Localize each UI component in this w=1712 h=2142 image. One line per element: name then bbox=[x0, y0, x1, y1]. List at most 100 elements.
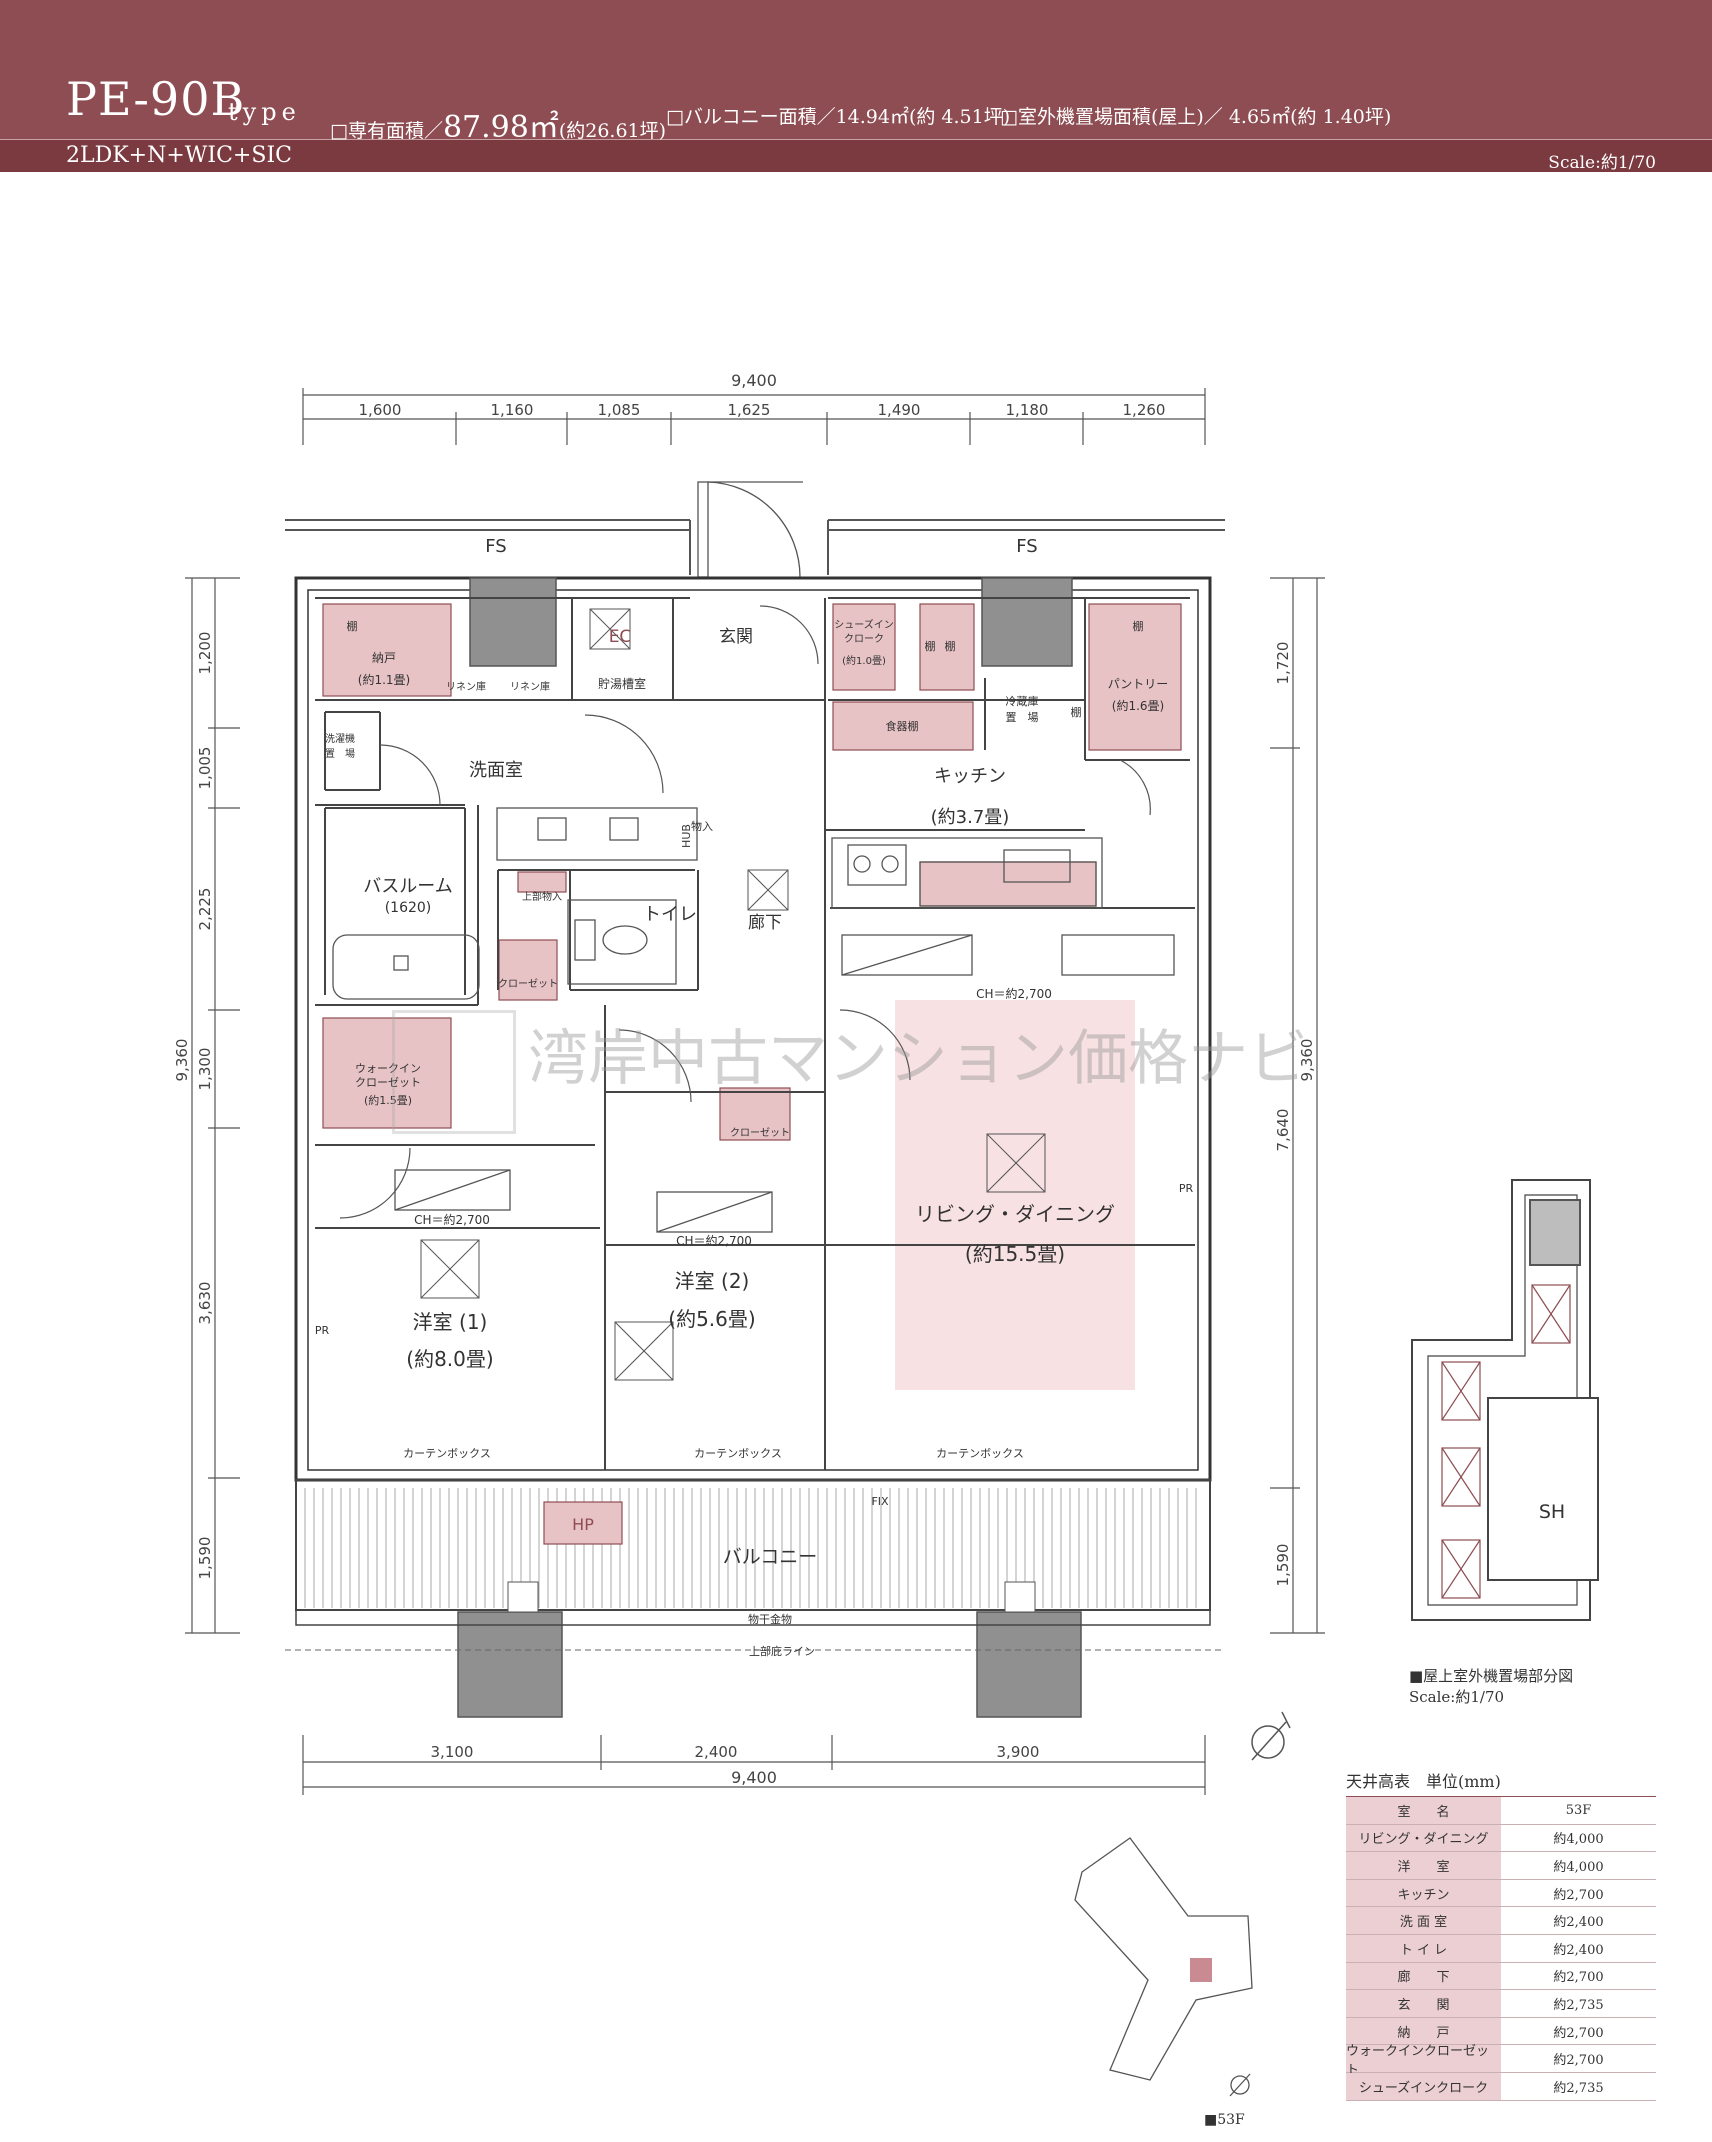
dim-top-3: 1,085 bbox=[598, 401, 641, 419]
hp-unit bbox=[543, 1501, 623, 1545]
ceiling-table-row: 廊 下約2,700 bbox=[1346, 1962, 1656, 1991]
roof-plan-scale: Scale:約1/70 bbox=[1409, 1688, 1505, 1706]
kitchen-counter bbox=[831, 837, 1103, 909]
balcony bbox=[285, 1479, 1225, 1651]
pantry-side-shelf: 棚 bbox=[1071, 705, 1082, 719]
ceiling-table-room: 廊 下 bbox=[1346, 1962, 1501, 1990]
dim-top-4: 1,625 bbox=[728, 401, 771, 419]
closet-label-1: クローゼット bbox=[498, 978, 558, 990]
fridge-label-2: 置 場 bbox=[1006, 711, 1039, 724]
ldk-name: リビング・ダイニング bbox=[915, 1202, 1115, 1226]
hub-label: HUB bbox=[680, 824, 693, 848]
washroom-label: 洗面室 bbox=[469, 760, 523, 781]
roof-unit-boxes bbox=[1441, 1284, 1571, 1599]
shoe-shelf-2: 棚 bbox=[945, 639, 956, 653]
bathtub bbox=[332, 934, 480, 1000]
ceiling-table-row: 納 戸約2,700 bbox=[1346, 2017, 1656, 2046]
fs-area-lines bbox=[285, 519, 1225, 575]
ceiling-table-room: ウォークインクローゼット bbox=[1346, 2044, 1501, 2078]
linen-label-2: リネン庫 bbox=[510, 680, 550, 693]
washer-label-2: 置 場 bbox=[325, 747, 355, 760]
dim-top-total: 9,400 bbox=[731, 371, 777, 390]
shoe-shelf-1: 棚 bbox=[925, 639, 936, 653]
pr-right: PR bbox=[1179, 1182, 1194, 1195]
window-boxes bbox=[394, 934, 1175, 1233]
dim-left-6: 1,590 bbox=[196, 1537, 214, 1580]
toilet-label: トイレ bbox=[643, 904, 697, 925]
shoe-cloak-label-1: シューズイン bbox=[834, 618, 894, 631]
ceiling-table-room: シューズインクローク bbox=[1346, 2072, 1501, 2100]
bath-name: バスルーム bbox=[363, 876, 452, 897]
bath-size: (1620) bbox=[385, 900, 432, 916]
watermark: 湾岸中古マンション価格ナビ bbox=[528, 1024, 1308, 1094]
wic-size: (約1.5畳) bbox=[364, 1093, 412, 1107]
fridge-label-1: 冷蔵庫 bbox=[1006, 694, 1039, 708]
fs-right: FS bbox=[1016, 536, 1037, 557]
upper-storage-label: 上部物入 bbox=[522, 890, 562, 903]
curtain-box-3: カーテンボックス bbox=[936, 1447, 1024, 1460]
dim-right-2: 7,640 bbox=[1274, 1109, 1292, 1152]
kitchen-name: キッチン bbox=[934, 766, 1006, 787]
ceiling-inspection-boxes bbox=[420, 608, 1046, 1381]
key-plan-floor: ■53F bbox=[1204, 2112, 1245, 2128]
dim-right-total: 9,360 bbox=[1298, 1039, 1316, 1082]
ceiling-table-room: 洗 面 室 bbox=[1346, 1907, 1501, 1934]
ceiling-table-height: 約2,700 bbox=[1553, 2025, 1604, 2041]
ceiling-table-row: キッチン約2,700 bbox=[1346, 1879, 1656, 1908]
pr-left: PR bbox=[315, 1324, 330, 1337]
roof-plan-title: ■屋上室外機置場部分図 bbox=[1409, 1667, 1574, 1685]
key-plan-unit-marker bbox=[1190, 1958, 1212, 1982]
roof-plan-caption: ■屋上室外機置場部分図 Scale:約1/70 bbox=[1409, 1666, 1573, 1708]
structural-columns bbox=[457, 577, 1082, 1718]
dim-left-3: 2,225 bbox=[196, 888, 214, 931]
balcony-area: □バルコニー面積／14.94㎡(約 4.51坪) bbox=[666, 106, 1011, 128]
entrance-door bbox=[697, 481, 803, 578]
room1-name: 洋室 (1) bbox=[413, 1310, 488, 1334]
dim-bottom-1: 3,100 bbox=[431, 1743, 474, 1761]
balcony-drain-left bbox=[507, 1581, 539, 1613]
ceiling-table-height: 約2,735 bbox=[1553, 1997, 1604, 2013]
ceiling-table-row: シューズインクローク 約2,735 bbox=[1346, 2072, 1656, 2101]
hp-label: HP bbox=[572, 1515, 594, 1534]
ceiling-table-header-name: 室 名 bbox=[1346, 1797, 1501, 1824]
ceiling-table-room: 玄 関 bbox=[1346, 1990, 1501, 2017]
pantry-shelf: 棚 bbox=[1133, 619, 1144, 633]
ceiling-table-height: 約2,700 bbox=[1553, 2053, 1604, 2069]
ceiling-table-height: 約2,400 bbox=[1553, 1942, 1604, 1958]
ceiling-table-room: キッチン bbox=[1346, 1879, 1501, 1907]
closet-label-2: クローゼット bbox=[730, 1127, 790, 1139]
curtain-box-1: カーテンボックス bbox=[403, 1447, 491, 1460]
dim-left-4: 1,300 bbox=[196, 1048, 214, 1091]
room2-name: 洋室 (2) bbox=[675, 1269, 750, 1293]
storage-size: (約1.1畳) bbox=[358, 672, 410, 687]
ceiling-table-height: 約2,400 bbox=[1553, 1915, 1604, 1931]
outdoor-unit-area: □室外機置場面積(屋上)／ 4.65㎡(約 1.40坪) bbox=[1000, 106, 1392, 128]
linen-label-1: リネン庫 bbox=[446, 680, 486, 693]
ldk-size: (約15.5畳) bbox=[965, 1242, 1065, 1266]
exclusive-area-label: □専有面積／ bbox=[330, 120, 443, 142]
fs-left: FS bbox=[485, 536, 506, 557]
entrance-label: 玄関 bbox=[719, 627, 753, 647]
balcony-label: バルコニー bbox=[723, 1546, 818, 1568]
eave-line-label: 上部庇ライン bbox=[749, 1644, 815, 1658]
exclusive-area: □専有面積／87.98㎡(約26.61坪) bbox=[330, 102, 666, 146]
door-swings bbox=[339, 605, 1151, 1219]
ldk-ceiling-area bbox=[895, 1000, 1135, 1390]
interior-walls bbox=[315, 597, 1195, 1470]
right-dimension-lines bbox=[1270, 577, 1325, 1634]
dim-left-5: 3,630 bbox=[196, 1282, 214, 1325]
dim-top-7: 1,260 bbox=[1123, 401, 1166, 419]
header-subbar bbox=[0, 140, 1712, 172]
ceiling-table-row: 洗 面 室 約2,400 bbox=[1346, 1907, 1656, 1935]
dish-shelf-label: 食器棚 bbox=[886, 719, 919, 733]
shoe-cloak-label-2: クローク bbox=[844, 633, 884, 645]
hallway-label: 廊下 bbox=[748, 913, 782, 933]
bottom-dimension-lines bbox=[302, 1735, 1206, 1795]
curtain-box-2: カーテンボックス bbox=[694, 1447, 782, 1460]
dim-left-total: 9,360 bbox=[173, 1039, 191, 1082]
pantry-name: パントリー bbox=[1108, 677, 1169, 691]
shoe-cloak-size: (約1.0畳) bbox=[842, 654, 886, 667]
ceiling-table-height: 約2,735 bbox=[1553, 2080, 1604, 2096]
